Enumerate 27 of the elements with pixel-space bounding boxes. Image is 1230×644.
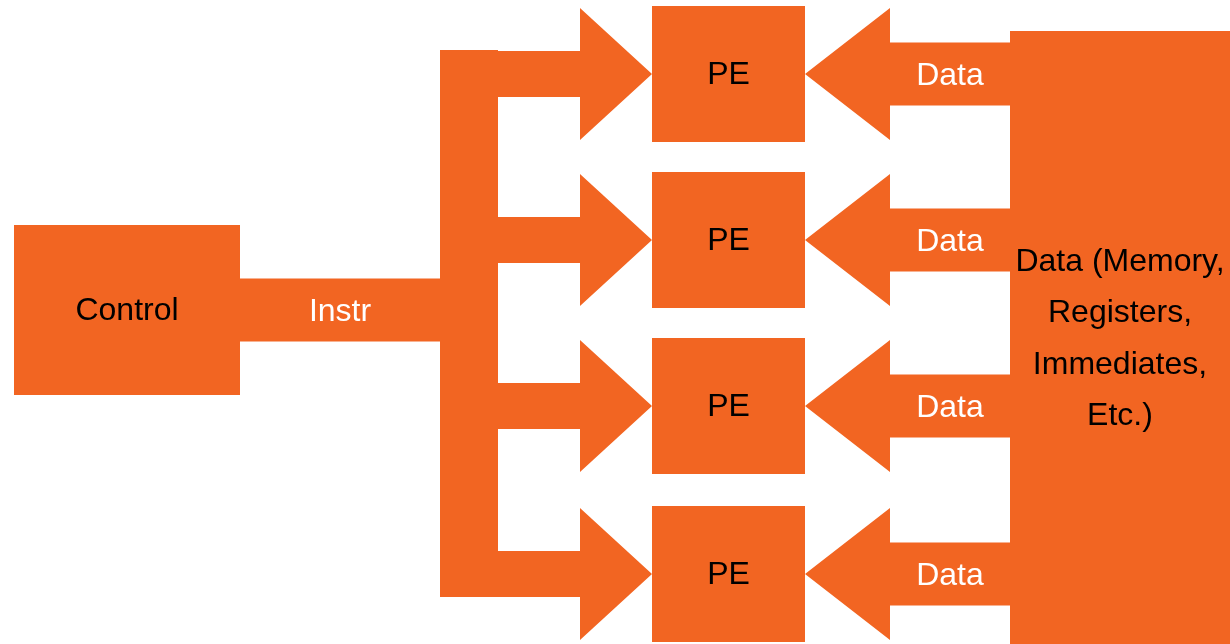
node-label: PE <box>707 386 750 426</box>
node-label: PE <box>707 554 750 594</box>
process-box <box>652 172 805 308</box>
block-arrow <box>805 340 1010 472</box>
bus-bar <box>440 50 498 597</box>
connector-band <box>240 278 440 342</box>
edge-label: Data <box>916 55 984 93</box>
node-label: PE <box>707 54 750 94</box>
block-arrow <box>498 340 652 472</box>
block-arrow <box>805 8 1010 140</box>
block-arrow <box>498 8 652 140</box>
edge-label: Instr <box>308 291 372 329</box>
node-label: PE <box>707 220 750 260</box>
node-label: Data (Memory, Registers, Immediates, Etc.) <box>1014 241 1226 434</box>
process-box <box>1010 31 1230 644</box>
process-box <box>652 6 805 142</box>
edge-label: Data <box>916 387 984 425</box>
block-arrow <box>805 174 1010 306</box>
process-box <box>14 225 240 395</box>
block-arrow <box>498 174 652 306</box>
edge-label: Data <box>916 221 984 259</box>
node-label: Control <box>75 290 179 330</box>
process-box <box>652 338 805 474</box>
edge-label: Data <box>916 555 984 593</box>
process-box <box>652 506 805 642</box>
block-arrow <box>498 508 652 640</box>
block-arrow <box>805 508 1010 640</box>
